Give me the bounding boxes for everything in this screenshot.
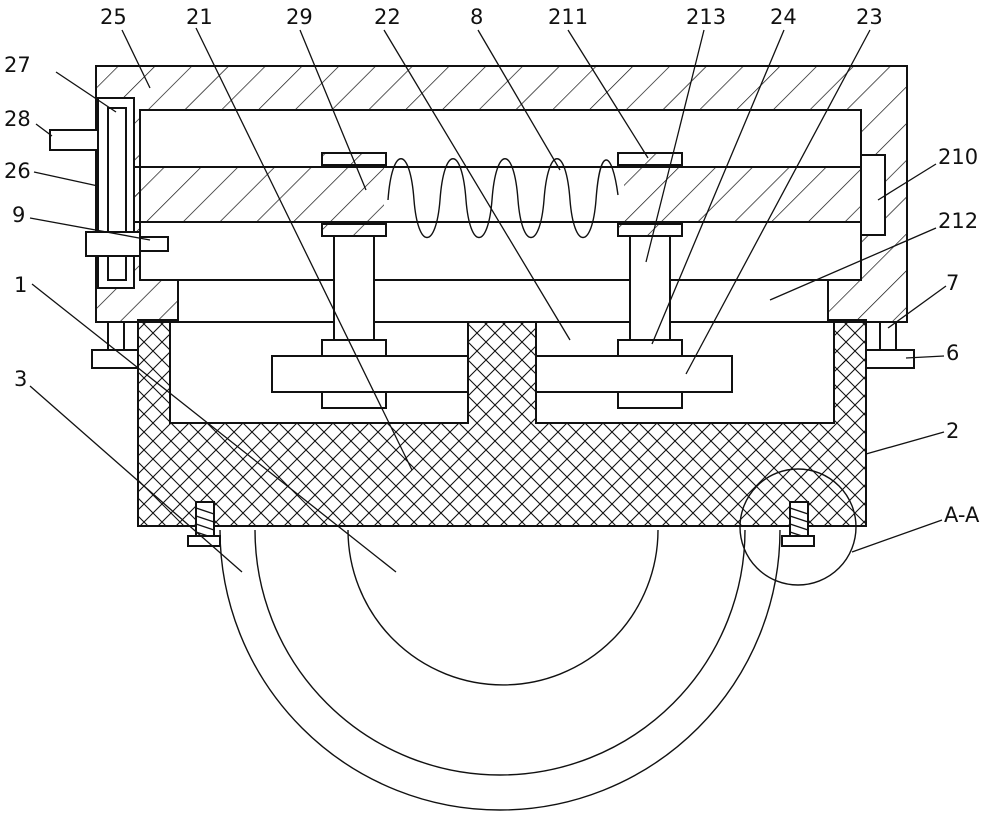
right-post: [629, 235, 671, 341]
right-latch: [865, 321, 915, 369]
handle-28: [49, 129, 99, 151]
leader-lines: [29, 27, 947, 573]
label-9: 9: [12, 203, 25, 227]
label-8: 8: [470, 5, 483, 29]
label-7: 7: [946, 271, 959, 295]
label-213: 213: [686, 5, 726, 29]
left-latch: [91, 321, 139, 369]
label-21: 21: [186, 5, 213, 29]
upper-slot: [177, 279, 829, 323]
label-29: 29: [286, 5, 313, 29]
right-wheel-plate: [535, 355, 733, 393]
spring: [387, 158, 619, 238]
threaded-shaft: [111, 158, 862, 238]
label-24: 24: [770, 5, 797, 29]
label-6: 6: [946, 341, 959, 365]
label-210: 210: [938, 145, 978, 169]
label-2: 2: [946, 419, 959, 443]
label-211: 211: [548, 5, 588, 29]
part-labels: 25 21 29 22 8 211 213 24 23 27 28 26 9 1…: [4, 5, 980, 527]
label-1: 1: [14, 273, 27, 297]
label-3: 3: [14, 367, 27, 391]
label-26: 26: [4, 159, 31, 183]
outer-arc: [219, 529, 781, 811]
label-28: 28: [4, 107, 31, 131]
label-27: 27: [4, 53, 31, 77]
label-a-a: A-A: [944, 503, 980, 527]
right-post-assembly: [535, 152, 733, 409]
pin-9: [85, 231, 141, 257]
left-post-assembly: [271, 152, 469, 409]
lower-housing: [137, 319, 867, 527]
right-bearing: [860, 154, 886, 236]
left-bolt: [187, 501, 221, 547]
label-25: 25: [100, 5, 127, 29]
left-wheel-plate: [271, 355, 469, 393]
middle-arc: [254, 529, 746, 776]
label-22: 22: [374, 5, 401, 29]
wheel-arcs: [219, 529, 781, 811]
left-post: [333, 235, 375, 341]
right-bolt: [781, 501, 815, 547]
left-crank: [49, 97, 169, 289]
label-212: 212: [938, 209, 978, 233]
pin-9-tip: [139, 236, 169, 252]
detail-circle-aa: [739, 468, 857, 586]
spring-gap: [384, 163, 624, 226]
label-23: 23: [856, 5, 883, 29]
inner-arc: [347, 529, 659, 686]
